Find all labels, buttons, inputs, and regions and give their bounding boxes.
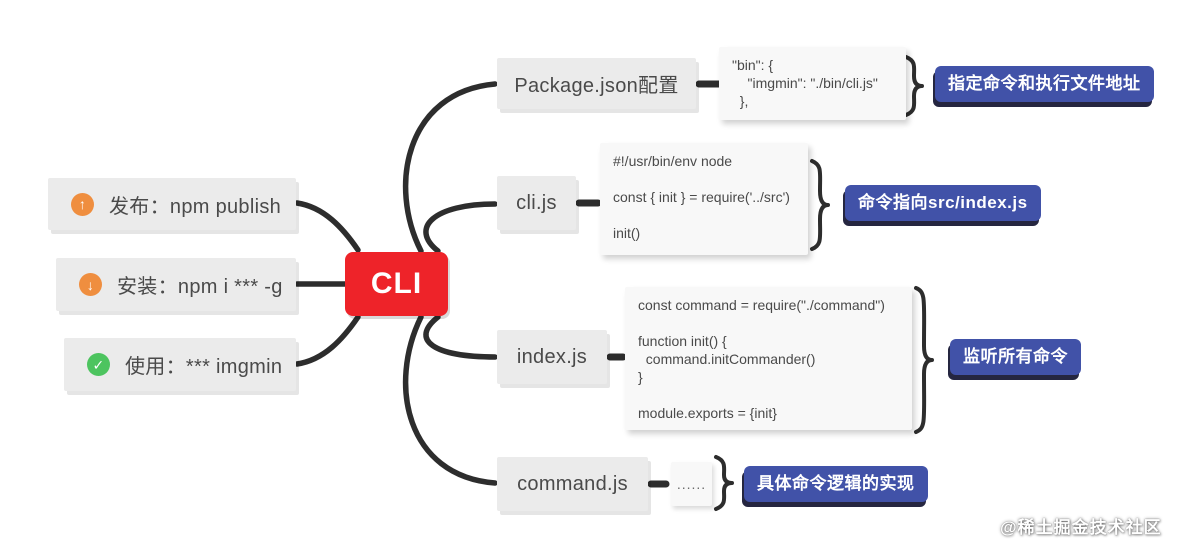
label-index-js-note-text: 监听所有命令: [963, 347, 1068, 366]
arrow-down-circle-icon: ↓: [79, 273, 102, 296]
node-package-json-label: Package.json配置: [514, 75, 679, 97]
code-block-index-js[interactable]: const command = require("./command") fun…: [625, 287, 912, 430]
center-node-label: CLI: [370, 267, 423, 300]
wire-cli-to-package: [402, 81, 498, 254]
check-circle-icon: ✓: [87, 353, 110, 376]
wire-cli-to-commandjs: [402, 314, 498, 486]
watermark-juejin: @稀土掘金技术社区: [1000, 518, 1162, 537]
brace-indexjs-label: [914, 286, 934, 434]
node-cli-js-label: cli.js: [516, 191, 557, 214]
arrow-up-circle-icon: ↑: [71, 192, 94, 216]
node-publish-label: 发布：npm publish: [109, 195, 282, 218]
node-use-label: 使用：*** imgmin: [125, 356, 283, 378]
node-use[interactable]: ✓ 使用：*** imgmin: [64, 338, 296, 391]
node-index-js[interactable]: index.js: [497, 330, 607, 384]
label-cli-js-note[interactable]: 命令指向src/index.js: [845, 185, 1041, 221]
code-text-cli-js: #!/usr/bin/env node const { init } = req…: [613, 153, 790, 241]
wire-cli-to-indexjs: [423, 314, 498, 360]
code-block-cli-js[interactable]: #!/usr/bin/env node const { init } = req…: [600, 143, 808, 255]
label-cli-js-note-text: 命令指向src/index.js: [858, 193, 1028, 212]
label-package-json-note[interactable]: 指定命令和执行文件地址: [935, 66, 1154, 102]
node-install[interactable]: ↓ 安装：npm i *** -g: [56, 258, 296, 311]
wire-use-to-cli: [294, 314, 361, 367]
label-package-json-note-text: 指定命令和执行文件地址: [948, 74, 1141, 93]
node-publish[interactable]: ↑ 发布：npm publish: [48, 178, 296, 230]
code-block-package-json[interactable]: "bin": { "imgmin": "./bin/cli.js" },: [719, 47, 906, 120]
center-node-cli[interactable]: CLI: [345, 252, 448, 316]
label-command-js-note[interactable]: 具体命令逻辑的实现: [744, 466, 928, 502]
brace-package-label: [904, 55, 924, 117]
node-command-js[interactable]: command.js: [497, 457, 648, 511]
label-command-js-note-text: 具体命令逻辑的实现: [757, 474, 915, 493]
code-text-package-json: "bin": { "imgmin": "./bin/cli.js" },: [732, 57, 878, 109]
wire-cli-to-clijs: [423, 201, 498, 254]
code-text-index-js: const command = require("./command") fun…: [638, 297, 885, 421]
brace-commandjs-label: [714, 455, 734, 511]
code-text-command-js: ......: [676, 476, 707, 492]
node-package-json[interactable]: Package.json配置: [497, 58, 696, 109]
wire-publish-to-cli: [294, 200, 361, 253]
label-index-js-note[interactable]: 监听所有命令: [950, 339, 1081, 375]
node-command-js-label: command.js: [517, 472, 628, 495]
node-index-js-label: index.js: [516, 345, 588, 368]
node-cli-js[interactable]: cli.js: [497, 176, 576, 230]
code-block-command-js[interactable]: ......: [671, 462, 712, 506]
brace-clijs-label: [810, 159, 830, 251]
node-install-label: 安装：npm i *** -g: [117, 276, 283, 298]
